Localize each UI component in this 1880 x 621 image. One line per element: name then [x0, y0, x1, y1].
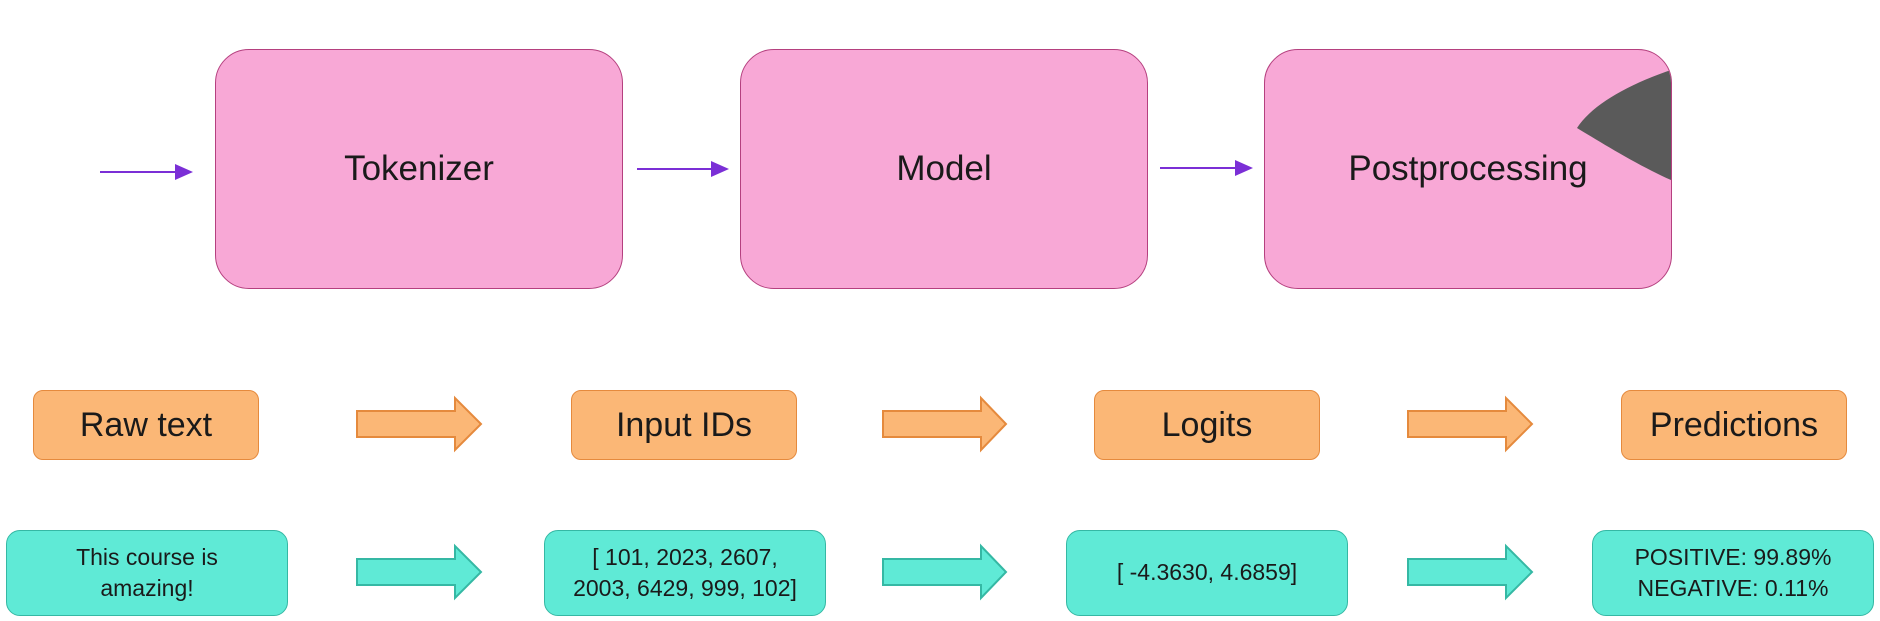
input-ids-label-box: Input IDs — [571, 390, 797, 460]
logits-label: Logits — [1161, 405, 1253, 444]
input-ids-label: Input IDs — [615, 405, 753, 444]
model-stage: Model — [740, 49, 1148, 289]
orange-arrow-3 — [1407, 395, 1534, 453]
tokenizer-label: Tokenizer — [344, 149, 494, 188]
gray-shape-icon — [1577, 70, 1671, 180]
connector-arrow-tokenizer-model — [637, 161, 729, 177]
postprocessing-stage: Postprocessing — [1264, 49, 1672, 289]
teal-arrow-3 — [1407, 543, 1534, 601]
raw-text-value-box: This course is amazing! — [6, 530, 288, 616]
logits-value: [ -4.3630, 4.6859] — [1116, 559, 1298, 586]
raw-text-label: Raw text — [79, 405, 213, 444]
predictions-label: Predictions — [1649, 405, 1819, 444]
logits-value-box: [ -4.3630, 4.6859] — [1066, 530, 1348, 616]
teal-arrow-1 — [356, 543, 483, 601]
logits-label-box: Logits — [1094, 390, 1320, 460]
teal-arrow-2 — [882, 543, 1008, 601]
orange-arrow-2 — [882, 395, 1008, 453]
predictions-value: POSITIVE: 99.89% NEGATIVE: 0.11% — [1634, 543, 1832, 601]
connector-arrow-in — [100, 164, 193, 180]
input-ids-value: [ 101, 2023, 2607, 2003, 6429, 999, 102] — [573, 543, 797, 601]
postprocessing-label: Postprocessing — [1348, 149, 1588, 188]
orange-arrow-1 — [356, 395, 483, 453]
predictions-value-box: POSITIVE: 99.89% NEGATIVE: 0.11% — [1592, 530, 1874, 616]
raw-text-value: This course is amazing! — [76, 543, 218, 601]
model-label: Model — [896, 149, 992, 188]
connector-arrow-model-postprocessing — [1160, 160, 1253, 176]
tokenizer-stage: Tokenizer — [215, 49, 623, 289]
predictions-label-box: Predictions — [1621, 390, 1847, 460]
input-ids-value-box: [ 101, 2023, 2607, 2003, 6429, 999, 102] — [544, 530, 826, 616]
raw-text-label-box: Raw text — [33, 390, 259, 460]
